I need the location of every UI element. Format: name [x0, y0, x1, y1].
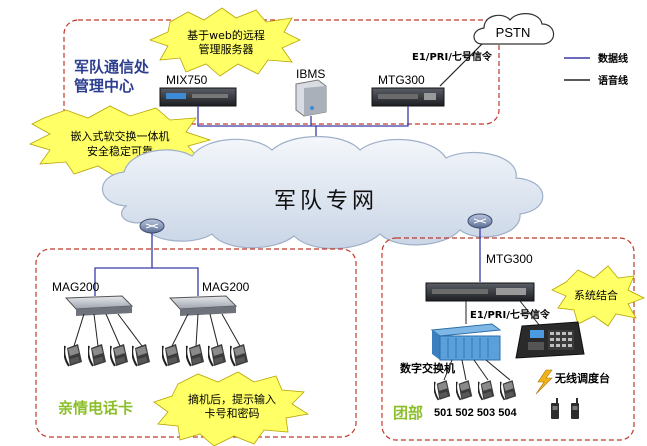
phone-icon: [208, 343, 227, 367]
lightning-icon: [535, 369, 553, 395]
mix750-label: MIX750: [166, 73, 208, 87]
mtg300-branch-device: [425, 282, 535, 302]
embedded-burst-line1: 嵌入式软交换一体机: [71, 129, 170, 143]
branch-voice-lines: [465, 300, 541, 327]
hq-title-line2: 管理中心: [74, 77, 134, 95]
left-group-title: 亲情电话卡: [58, 399, 133, 417]
radios: [551, 398, 579, 419]
mtg300-branch-label: MTG300: [486, 252, 533, 266]
digital-switch-device: [430, 323, 502, 361]
phone-icon: [500, 379, 518, 401]
phone-icon: [230, 343, 249, 367]
phone-icon: [186, 343, 205, 367]
phone-icon: [88, 343, 107, 367]
pstn-link: [439, 43, 483, 87]
right-router: [467, 213, 493, 229]
branch-phones: [434, 379, 518, 401]
legend: 数据线 语音线: [564, 52, 628, 87]
extension-numbers: 501 502 503 504: [434, 407, 517, 419]
legend-voice-label: 语音线: [598, 74, 628, 87]
web-server-burst: 基于web的远程 管理服务器: [148, 7, 301, 77]
dispatch-console-device: [515, 321, 585, 359]
phone-icon: [132, 343, 151, 367]
right-group-title: 团部: [393, 404, 423, 422]
phone-icon: [162, 343, 181, 367]
card-burst-line2: 卡号和密码: [205, 406, 260, 420]
left-voice-lines: [73, 313, 241, 347]
system-burst: 系统结合: [551, 265, 645, 327]
military-network-cloud: 军队专网: [101, 136, 544, 250]
pstn-label: PSTN: [496, 25, 531, 40]
left-data-lines: [94, 233, 199, 296]
mag200-a-label: MAG200: [52, 280, 100, 294]
dispatch-label: 无线调度台: [554, 371, 610, 385]
mag200-b-device: [168, 295, 238, 316]
phone-icon: [478, 379, 496, 401]
web-burst-line2: 管理服务器: [199, 42, 254, 56]
phone-icon: [110, 343, 129, 367]
mtg300-hq-device: [371, 87, 445, 107]
legend-data-label: 数据线: [598, 52, 628, 65]
radio-icon: [571, 398, 579, 419]
left-phones: [64, 343, 249, 367]
mix750-device: [159, 87, 237, 107]
hq-title-line1: 军队通信处: [74, 58, 150, 76]
phone-icon: [434, 379, 452, 401]
mag200-b-label: MAG200: [202, 280, 250, 294]
left-region-border: [35, 248, 357, 438]
network-label: 军队专网: [274, 189, 378, 214]
mag200-a-device: [64, 295, 134, 316]
radio-icon: [551, 398, 559, 419]
branch-phone-lines: [443, 359, 511, 381]
branch-signal-label: E1/PRI/七号信令: [470, 308, 551, 321]
digital-switch-label: 数字交换机: [400, 361, 455, 375]
card-burst-line1: 摘机后，提示输入: [188, 392, 276, 406]
embedded-burst-line2: 安全稳定可靠: [87, 144, 153, 158]
card-burst: 摘机后，提示输入 卡号和密码: [153, 371, 310, 446]
left-router: [139, 218, 165, 234]
web-burst-line1: 基于web的远程: [187, 28, 265, 42]
ibms-label: IBMS: [296, 67, 325, 81]
phone-icon: [456, 379, 474, 401]
phone-icon: [64, 343, 83, 367]
mtg300-hq-label: MTG300: [378, 73, 425, 87]
pstn-cloud: PSTN: [473, 13, 555, 45]
ibms-server: [295, 79, 327, 117]
hq-signal-label: E1/PRI/七号信令: [412, 50, 493, 63]
system-burst-label: 系统结合: [574, 288, 618, 302]
right-region-border: [381, 237, 635, 441]
